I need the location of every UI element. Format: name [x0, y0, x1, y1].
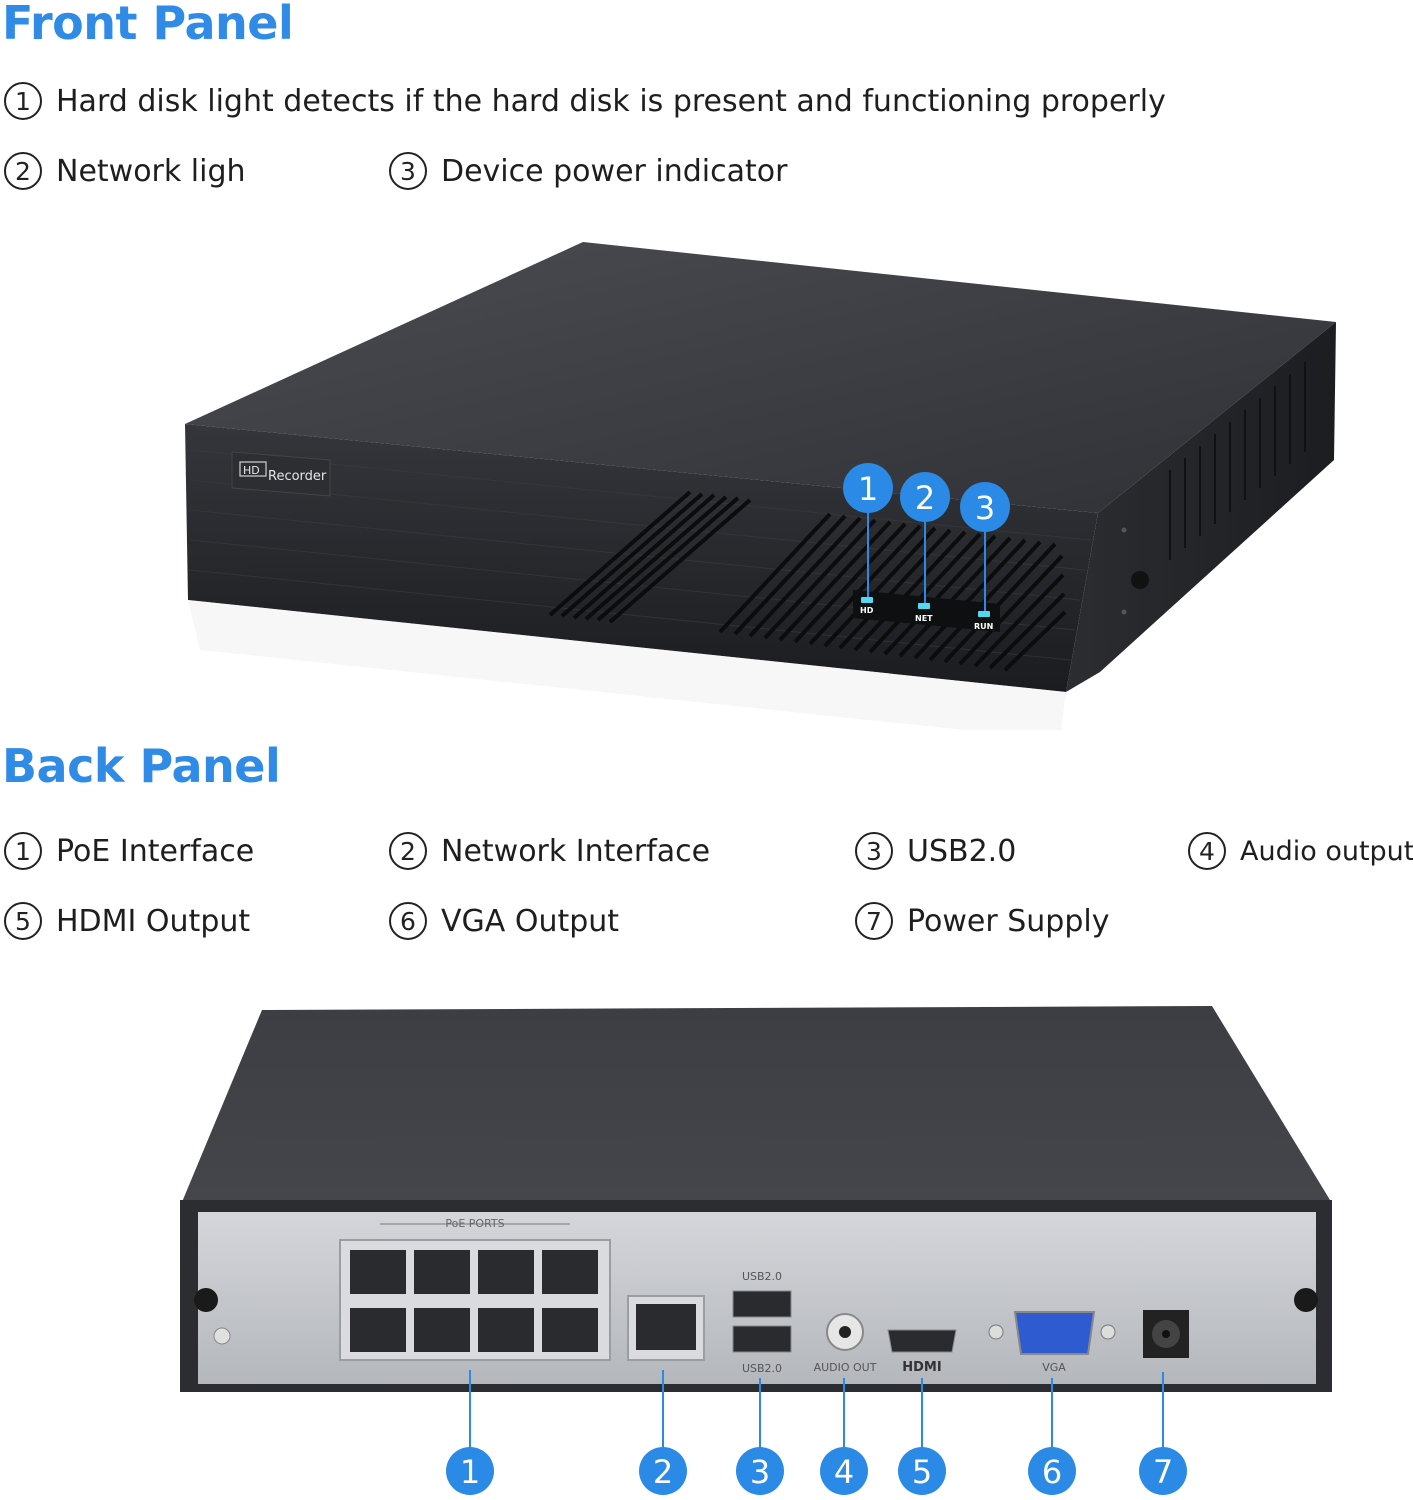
vga-port	[1013, 1311, 1096, 1355]
back-marker-1-label: 1	[460, 1453, 480, 1491]
front-legend-item-3: 3 Device power indicator	[389, 150, 787, 192]
legend-text-hard-disk-light: Hard disk light detects if the hard disk…	[56, 83, 1166, 119]
legend-number-2: 2	[4, 152, 42, 190]
back-legend-item-7: 7 Power Supply	[855, 900, 1109, 942]
back-marker-2: 2	[639, 1447, 687, 1495]
front-marker-1: 1	[843, 463, 893, 513]
poe-ports-label: PoE PORTS	[445, 1217, 504, 1230]
legend-number-1: 1	[4, 82, 42, 120]
side-vents	[1169, 362, 1306, 560]
audio-label: AUDIO OUT	[814, 1361, 877, 1374]
back-legend-item-6: 6 VGA Output	[389, 900, 619, 942]
back-marker-6-label: 6	[1042, 1453, 1062, 1491]
brand-name: Recorder	[268, 469, 327, 484]
legend-number-1: 1	[4, 832, 42, 870]
front-marker-1-label: 1	[858, 470, 878, 508]
legend-number-4: 4	[1188, 832, 1226, 870]
legend-text-power-supply: Power Supply	[907, 903, 1110, 939]
back-marker-2-label: 2	[653, 1453, 673, 1491]
front-panel-heading: Front Panel	[2, 0, 294, 50]
hd-led	[861, 597, 873, 603]
hd-led-label: HD	[860, 606, 874, 615]
legend-text-network-light: Network ligh	[56, 153, 246, 189]
vga-label: VGA	[1042, 1361, 1066, 1374]
back-legend-item-1: 1 PoE Interface	[4, 830, 254, 872]
back-marker-3: 3	[736, 1447, 784, 1495]
led-panel	[853, 590, 1000, 632]
front-device-illustration: HD Recorder HD NET RUN 1 2 3	[185, 242, 1336, 730]
net-led-label: NET	[915, 614, 933, 623]
back-panel-heading: Back Panel	[2, 739, 281, 793]
brand-plate	[231, 451, 331, 497]
back-marker-4-label: 4	[834, 1453, 854, 1491]
front-diagonal-vents	[548, 490, 1067, 672]
back-marker-3-label: 3	[750, 1453, 770, 1491]
back-marker-5-label: 5	[912, 1453, 932, 1491]
legend-text-audio-output: Audio output	[1240, 835, 1413, 867]
legend-text-usb: USB2.0	[907, 833, 1017, 869]
back-marker-7-label: 7	[1153, 1453, 1173, 1491]
back-legend-item-2: 2 Network Interface	[389, 830, 710, 872]
back-marker-5: 5	[898, 1447, 946, 1495]
legend-text-power-indicator: Device power indicator	[441, 153, 788, 189]
device-top-face	[185, 242, 1336, 513]
legend-number-3: 3	[389, 152, 427, 190]
usb-port-bottom	[732, 1325, 792, 1353]
legend-text-hdmi-output: HDMI Output	[56, 903, 251, 939]
front-legend-item-2: 2 Network ligh	[4, 150, 246, 192]
run-led-label: RUN	[974, 622, 993, 631]
poe-port-grid	[350, 1250, 598, 1352]
back-legend-item-4: 4 Audio output	[1188, 830, 1413, 872]
back-marker-6: 6	[1028, 1447, 1076, 1495]
legend-number-3: 3	[855, 832, 893, 870]
usb-top-label: USB2.0	[742, 1270, 782, 1283]
legend-text-vga-output: VGA Output	[441, 903, 620, 939]
back-legend-item-3: 3 USB2.0	[855, 830, 1016, 872]
back-marker-1: 1	[446, 1447, 494, 1495]
back-marker-7: 7	[1139, 1447, 1187, 1495]
run-led	[978, 611, 990, 617]
back-marker-4: 4	[820, 1447, 868, 1495]
legend-number-5: 5	[4, 902, 42, 940]
legend-number-2: 2	[389, 832, 427, 870]
usb-port-top	[732, 1290, 792, 1318]
front-marker-2: 2	[900, 472, 950, 522]
usb-bottom-label: USB2.0	[742, 1362, 782, 1375]
legend-text-network-interface: Network Interface	[441, 833, 711, 869]
legend-text-poe-interface: PoE Interface	[56, 833, 255, 869]
brand-badge: HD	[243, 464, 260, 477]
hdmi-port	[887, 1329, 957, 1353]
front-marker-2-label: 2	[915, 479, 935, 517]
legend-number-6: 6	[389, 902, 427, 940]
front-marker-3-label: 3	[975, 489, 995, 527]
legend-number-7: 7	[855, 902, 893, 940]
hdmi-label: HDMI	[902, 1360, 941, 1375]
back-device-illustration: PoE PORTS USB2.0 USB2.0 AUDIO OUT HDMI V…	[180, 1006, 1332, 1495]
front-legend-item-1: 1 Hard disk light detects if the hard di…	[4, 80, 1166, 122]
back-device-top	[182, 1006, 1330, 1202]
back-legend-item-5: 5 HDMI Output	[4, 900, 250, 942]
net-led	[918, 603, 930, 609]
front-marker-3: 3	[960, 482, 1010, 532]
